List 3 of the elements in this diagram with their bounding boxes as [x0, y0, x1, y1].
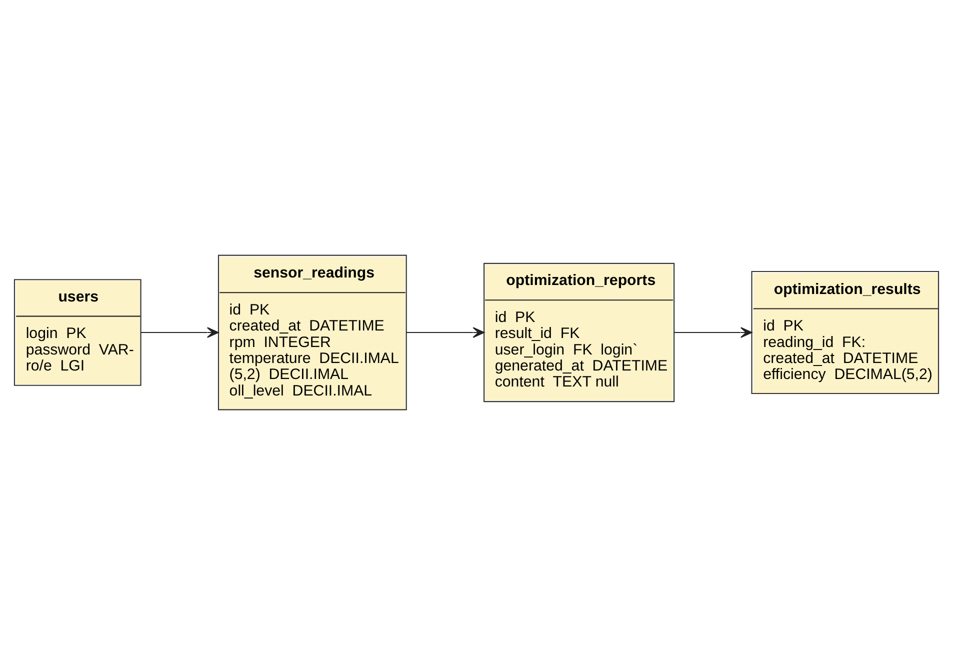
arrow — [674, 326, 752, 338]
arrow — [141, 326, 219, 338]
arrow — [406, 326, 485, 338]
